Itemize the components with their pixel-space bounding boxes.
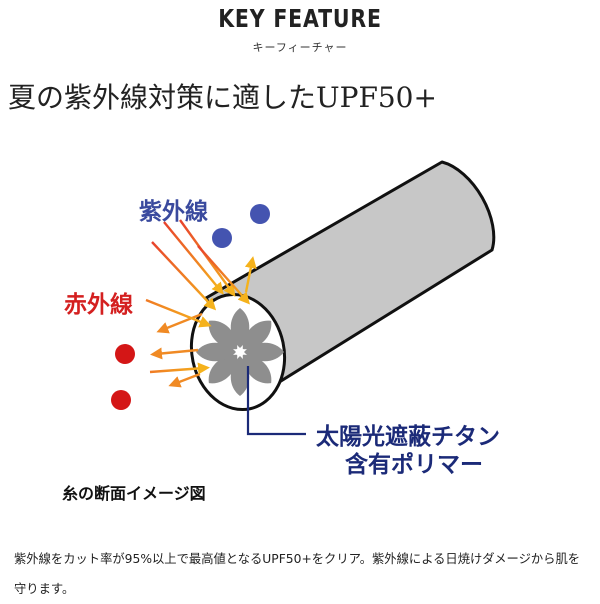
ray-arrow-icon — [168, 372, 201, 388]
uv-label: 紫外線 — [139, 198, 208, 225]
ray-arrow-icon — [150, 347, 199, 360]
petal — [208, 354, 238, 384]
ray-arrow-icon — [151, 241, 217, 311]
petal — [242, 354, 272, 384]
petal — [242, 320, 272, 350]
ir-dot-icon — [111, 390, 131, 410]
callout-line — [246, 366, 306, 436]
petal-center — [236, 348, 244, 356]
section-subtitle: キーフィーチャー — [252, 41, 348, 54]
ir-rays — [145, 298, 212, 388]
ray-arrow-icon — [197, 245, 250, 305]
callout-line-1: 太陽光遮蔽チタン — [316, 423, 500, 450]
fiber-cylinder-icon — [189, 160, 496, 412]
cross-section-flower-icon — [196, 308, 284, 396]
ray-arrow-icon — [244, 256, 257, 293]
headline: 夏の紫外線対策に適したUPF50+ — [8, 81, 437, 114]
ray-arrow-icon — [163, 221, 224, 295]
diagram-caption: 糸の断面イメージ図 — [62, 484, 206, 503]
uv-dot-icon — [250, 204, 270, 224]
ir-dots — [111, 344, 135, 410]
uv-dot-icon — [212, 228, 232, 248]
uv-dots — [212, 204, 270, 248]
uv-rays — [151, 219, 257, 311]
ray-arrow-icon — [149, 362, 210, 375]
ir-dot-icon — [115, 344, 135, 364]
ray-arrow-icon — [156, 312, 203, 334]
feature-description: 紫外線をカット率が95%以上で最高値となるUPF50+をクリア。紫外線による日焼… — [14, 552, 581, 596]
ir-label: 赤外線 — [64, 291, 133, 318]
section-title: KEY FEATURE — [218, 4, 382, 33]
ray-arrow-icon — [145, 298, 212, 328]
petal — [208, 320, 238, 350]
callout-line-2: 含有ポリマー — [345, 451, 483, 478]
